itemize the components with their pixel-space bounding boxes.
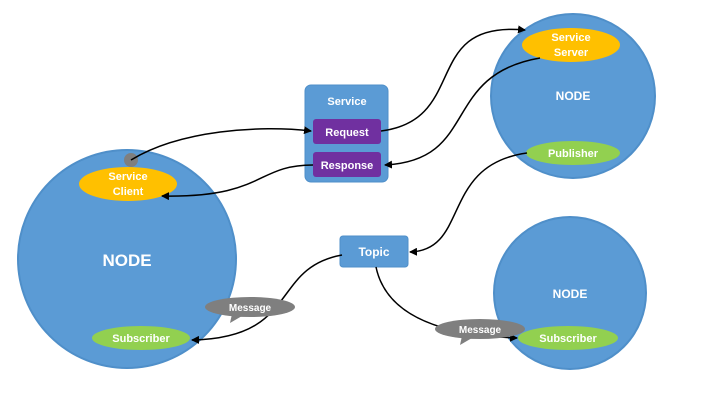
main-node-label: NODE xyxy=(102,251,151,270)
request-label: Request xyxy=(325,127,369,139)
message-left-label: Message xyxy=(229,303,272,314)
subscriber-right-label: Subscriber xyxy=(539,333,597,345)
request-box xyxy=(313,119,381,144)
main-node: NODE xyxy=(17,149,237,369)
publisher: Publisher xyxy=(526,141,620,165)
request-arrow-client-to-service xyxy=(130,126,312,161)
publisher-label: Publisher xyxy=(548,148,599,160)
request-arrow-service-to-server xyxy=(380,25,526,132)
topic-box: Topic xyxy=(339,235,409,268)
service-server-line1: Service xyxy=(551,32,590,44)
message-right-label: Message xyxy=(459,325,502,336)
subscriber-node-label: NODE xyxy=(553,287,588,301)
subscriber-left: Subscriber xyxy=(92,326,190,350)
response-box xyxy=(313,152,381,177)
publish-arrow-publisher-to-topic xyxy=(409,152,528,256)
service-server-line2: Server xyxy=(554,47,589,59)
service-box: Service Request Response xyxy=(304,84,389,183)
subscriber-left-label: Subscriber xyxy=(112,333,170,345)
service-client-line1: Service xyxy=(108,171,147,183)
topic-label: Topic xyxy=(358,245,389,259)
message-left: Message xyxy=(205,297,295,323)
response-label: Response xyxy=(321,160,374,172)
response-arrow-service-to-client xyxy=(161,164,314,201)
response-arrow-server-to-service xyxy=(384,57,541,169)
service-client: Service Client xyxy=(79,167,177,201)
subscriber-right: Subscriber xyxy=(518,326,618,350)
server-node-label: NODE xyxy=(556,89,591,103)
service-client-line2: Client xyxy=(113,186,144,198)
service-server: Service Server xyxy=(522,28,620,62)
message-right: Message xyxy=(435,319,525,345)
service-title: Service xyxy=(327,96,366,108)
